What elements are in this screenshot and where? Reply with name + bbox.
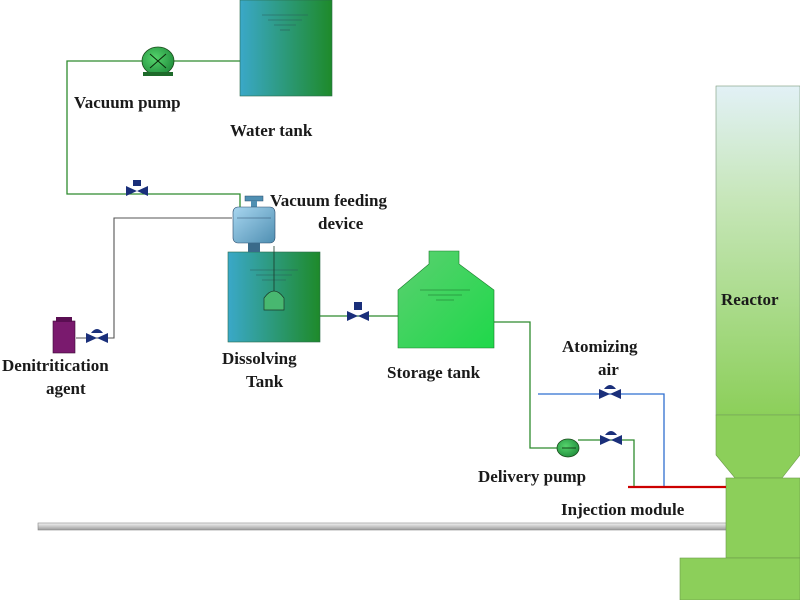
pump-outlet-pipe: [578, 439, 635, 486]
label-dissolving-tank-2: Tank: [246, 372, 284, 391]
agent-pipe: [76, 217, 232, 339]
label-storage-tank: Storage tank: [387, 363, 481, 382]
valve-icon[interactable]: [600, 431, 622, 445]
label-reactor: Reactor: [721, 290, 779, 309]
label-vacuum-feeding-device-2: device: [318, 214, 364, 233]
vacuum-pipe: [66, 60, 241, 208]
water-tank: [239, 0, 333, 97]
agent-container-icon: [52, 317, 76, 354]
atomizing-air-line: [538, 393, 665, 486]
valve-icon[interactable]: [599, 385, 621, 399]
delivery-pipe: [494, 321, 558, 449]
storage-tank: [397, 250, 495, 349]
valve-icon[interactable]: [126, 180, 148, 196]
label-vacuum-pump: Vacuum pump: [74, 93, 181, 112]
label-dissolving-tank-1: Dissolving: [222, 349, 297, 368]
label-delivery-pump: Delivery pump: [478, 467, 586, 486]
label-denitrification-agent-1: Denitritication: [2, 356, 109, 375]
valve-icon[interactable]: [86, 329, 108, 343]
label-injection-module: Injection module: [561, 500, 685, 519]
valve-icon[interactable]: [347, 302, 369, 321]
label-atomizing-air-2: air: [598, 360, 619, 379]
vacuum-feeder-icon: [232, 195, 276, 252]
delivery-pump-icon: [556, 438, 580, 458]
ground-line: [37, 522, 729, 531]
label-vacuum-feeding-device-1: Vacuum feeding: [270, 191, 387, 210]
vacuum-pump-icon: [141, 46, 175, 76]
dissolving-tank: [227, 246, 321, 343]
label-denitrification-agent-2: agent: [46, 379, 86, 398]
label-water-tank: Water tank: [230, 121, 313, 140]
reactor: [679, 85, 800, 600]
label-atomizing-air-1: Atomizing: [562, 337, 638, 356]
